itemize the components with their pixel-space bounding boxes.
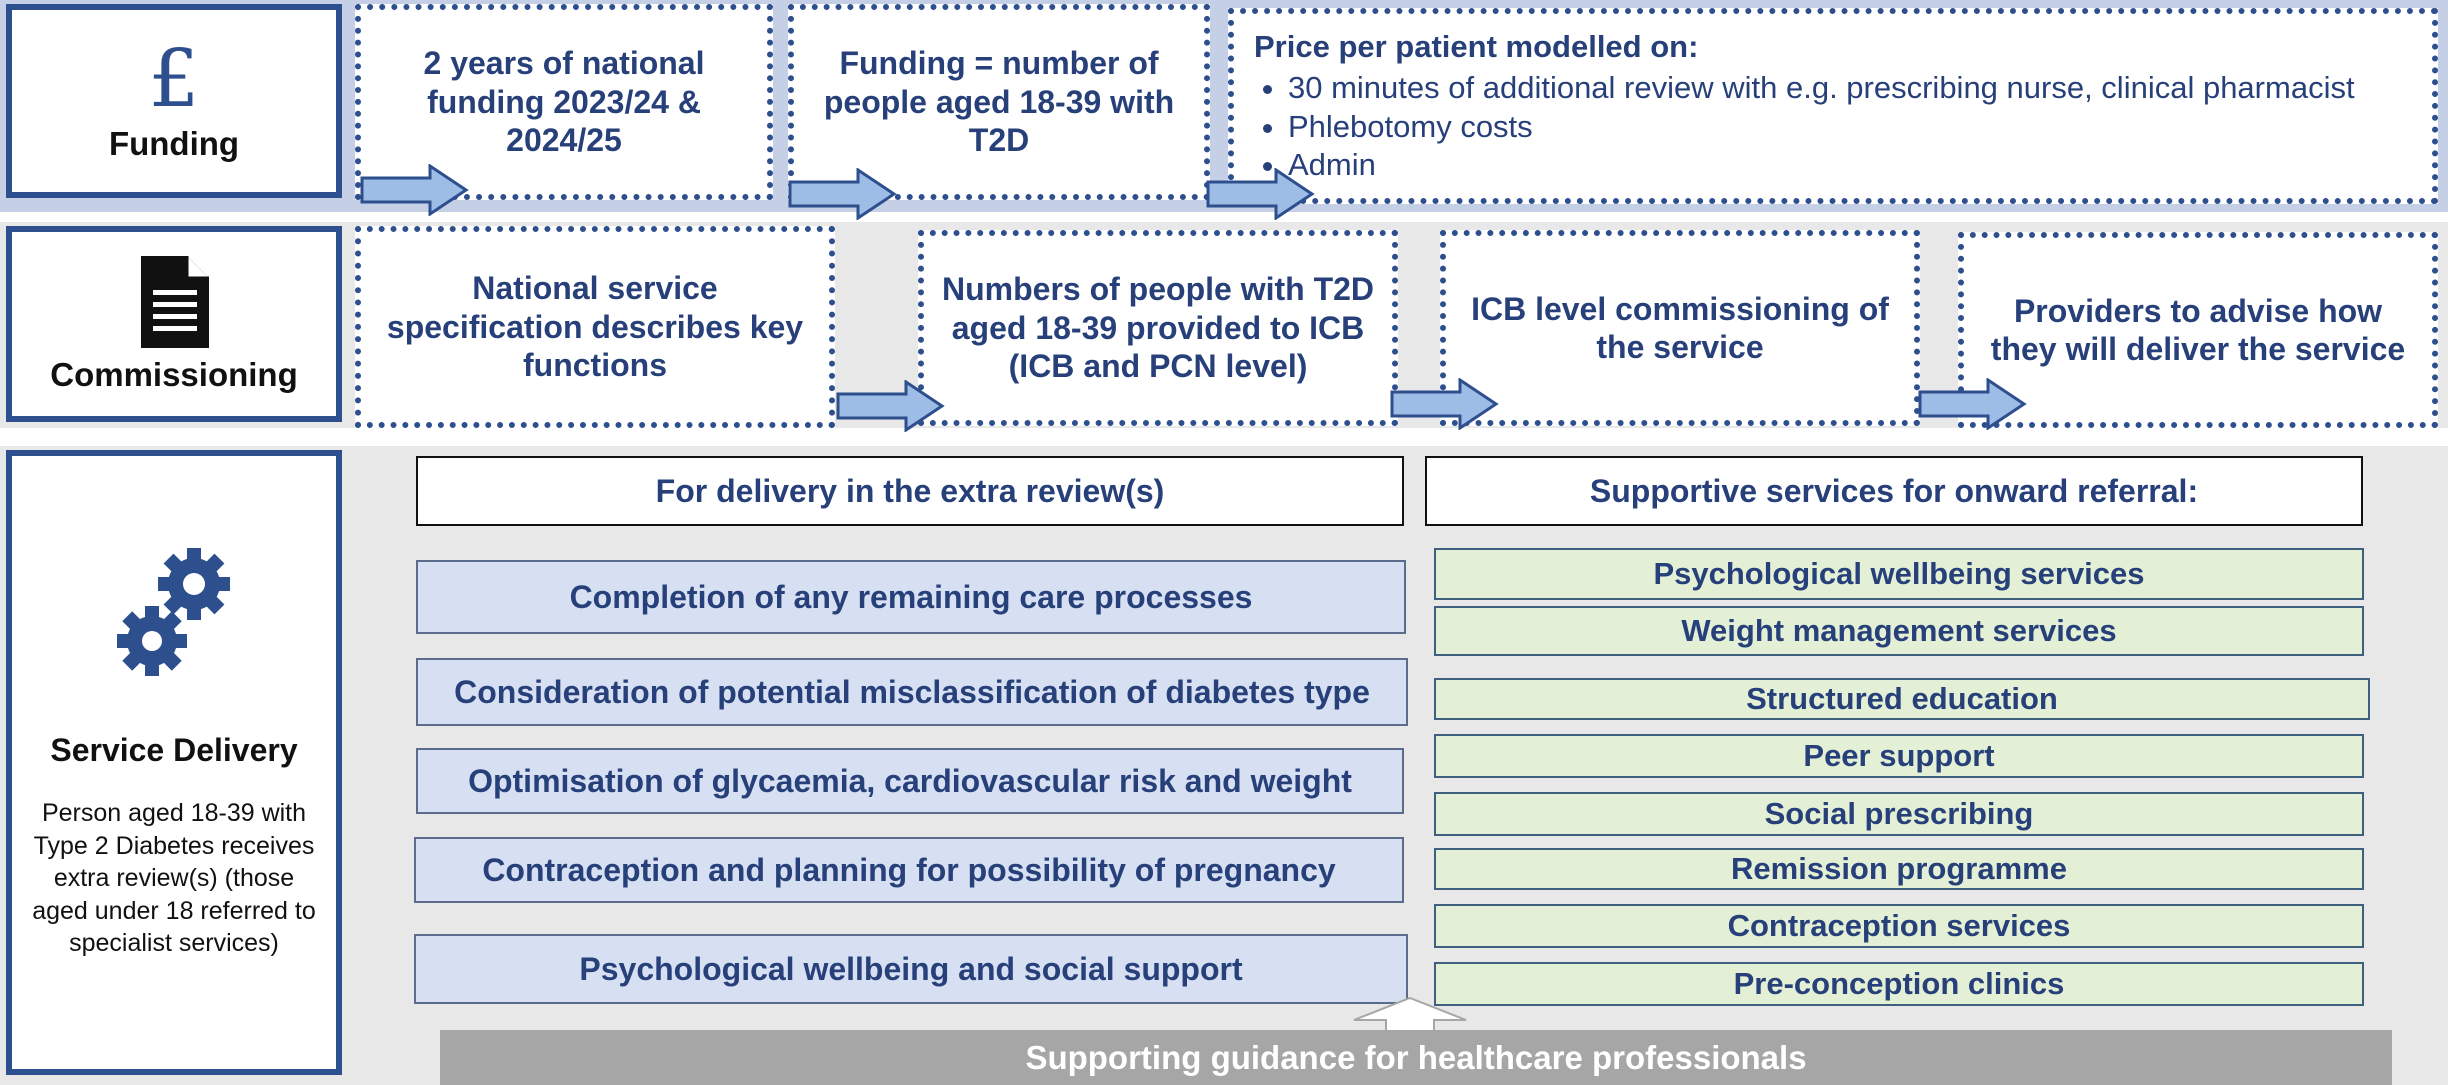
document-icon [141, 256, 209, 348]
price-title: Price per patient modelled on: [1254, 29, 1699, 64]
commissioning-label: Commissioning [50, 356, 298, 393]
referral-service-item: Weight management services [1434, 606, 2364, 656]
price-item: Phlebotomy costs [1288, 108, 2412, 147]
funding-label: Funding [108, 125, 240, 162]
funding-number-box: Funding = number of people aged 18-39 wi… [788, 4, 1210, 200]
gears-icon [117, 548, 230, 676]
arrow-right-icon [1206, 168, 1315, 220]
referral-service-item: Psychological wellbeing services [1434, 548, 2364, 600]
price-per-patient-box: Price per patient modelled on: 30 minute… [1228, 8, 2438, 204]
service-delivery-description: Person aged 18-39 with Type 2 Diabetes r… [32, 799, 316, 957]
arrow-right-icon [788, 168, 897, 220]
right-column-header: Supportive services for onward referral: [1425, 456, 2363, 526]
service-delivery-label: Service Delivery [50, 732, 298, 768]
review-item: Consideration of potential misclassifica… [416, 658, 1408, 726]
commissioning-box-2: Numbers of people with T2D aged 18-39 pr… [918, 230, 1398, 426]
price-list: 30 minutes of additional review with e.g… [1254, 69, 2412, 185]
review-item: Contraception and planning for possibili… [414, 837, 1404, 903]
arrow-up-icon [1353, 996, 1467, 1032]
service-delivery-label-box: Service Delivery Person aged 18-39 with … [6, 450, 342, 1075]
commissioning-box-4: Providers to advise how they will delive… [1958, 232, 2438, 428]
arrow-right-icon [836, 380, 945, 432]
price-item: 30 minutes of additional review with e.g… [1288, 69, 2412, 108]
price-item: Admin [1288, 146, 2412, 185]
commissioning-label-box: Commissioning [6, 226, 342, 422]
arrow-right-icon [1918, 378, 2027, 430]
referral-service-item: Pre-conception clinics [1434, 962, 2364, 1006]
funding-label-box: £ Funding [6, 4, 342, 198]
guidance-bar: Supporting guidance for healthcare profe… [440, 1030, 2392, 1085]
review-item: Psychological wellbeing and social suppo… [414, 934, 1408, 1004]
arrow-right-icon [360, 164, 469, 216]
referral-service-item: Peer support [1434, 734, 2364, 778]
review-item: Optimisation of glycaemia, cardiovascula… [416, 748, 1404, 814]
arrow-right-icon [1390, 378, 1499, 430]
commissioning-box-1: National service specification describes… [355, 226, 835, 428]
referral-service-item: Contraception services [1434, 904, 2364, 948]
referral-service-item: Social prescribing [1434, 792, 2364, 836]
review-item: Completion of any remaining care process… [416, 560, 1406, 634]
referral-service-item: Remission programme [1434, 848, 2364, 890]
commissioning-box-3: ICB level commissioning of the service [1440, 230, 1920, 426]
referral-service-item: Structured education [1434, 678, 2370, 720]
funding-years-box: 2 years of national funding 2023/24 & 20… [355, 4, 773, 200]
pound-icon: £ [148, 32, 200, 125]
left-column-header: For delivery in the extra review(s) [416, 456, 1404, 526]
